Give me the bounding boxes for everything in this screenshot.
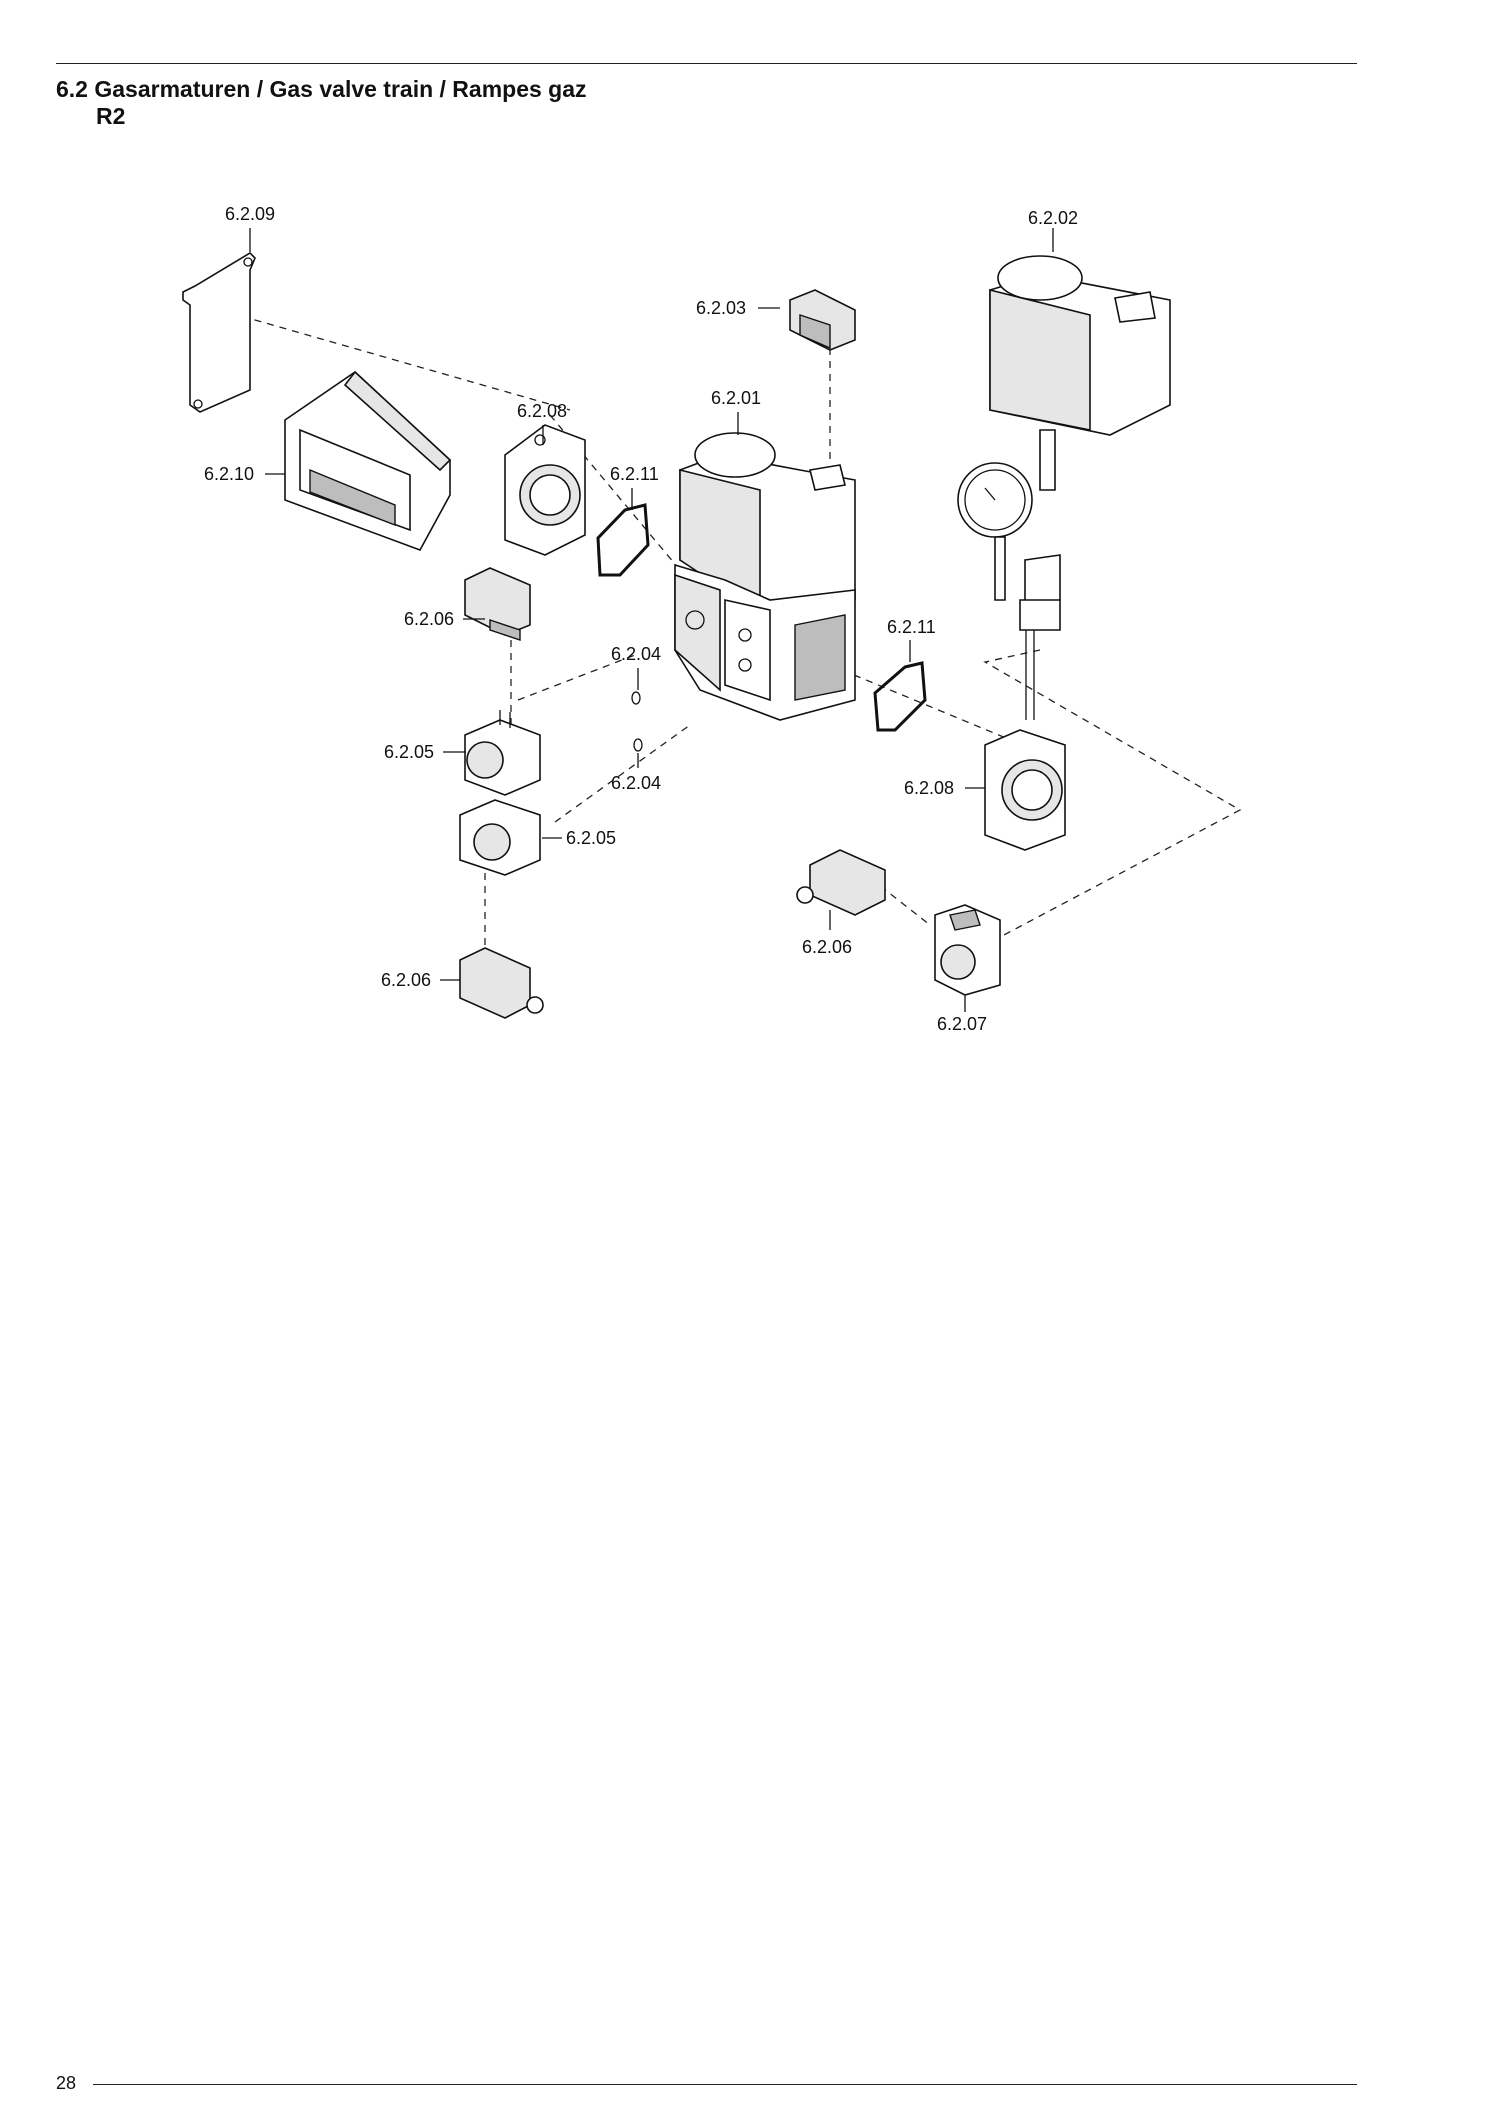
actuator-housing bbox=[989, 255, 1171, 436]
manometer-assembly bbox=[957, 429, 1061, 720]
coil-upper bbox=[464, 710, 541, 796]
callout-6-2-08-lower: 6.2.08 bbox=[904, 778, 954, 798]
coil-lower bbox=[459, 799, 541, 876]
callout-6-2-02: 6.2.02 bbox=[1028, 208, 1078, 228]
callout-6-2-06-bottom: 6.2.06 bbox=[381, 970, 431, 990]
o-rings bbox=[631, 691, 643, 752]
section-subtitle: R2 bbox=[96, 103, 126, 129]
callout-6-2-07: 6.2.07 bbox=[937, 1014, 987, 1034]
cover-housing bbox=[284, 370, 452, 551]
plug-top bbox=[789, 289, 856, 351]
callout-6-2-05-upper: 6.2.05 bbox=[384, 742, 434, 762]
callout-6-2-01: 6.2.01 bbox=[711, 388, 761, 408]
gasket-upper bbox=[596, 503, 650, 577]
callout-6-2-11-lower: 6.2.11 bbox=[887, 617, 936, 637]
callout-6-2-10: 6.2.10 bbox=[204, 464, 254, 484]
valve-body bbox=[934, 904, 1001, 996]
callout-6-2-05-lower: 6.2.05 bbox=[566, 828, 616, 848]
page-number: 28 bbox=[56, 2073, 77, 2093]
callout-6-2-08-upper: 6.2.08 bbox=[517, 401, 567, 421]
section-title: 6.2 Gasarmaturen / Gas valve train / Ram… bbox=[56, 76, 587, 102]
callout-6-2-04-upper: 6.2.04 bbox=[611, 644, 661, 664]
flange-lower bbox=[984, 729, 1066, 851]
leader-lines bbox=[249, 228, 1054, 1012]
callout-6-2-11-upper: 6.2.11 bbox=[610, 464, 659, 484]
main-gas-valve bbox=[674, 432, 856, 721]
callout-6-2-04-lower: 6.2.04 bbox=[611, 773, 661, 793]
bottom-rule bbox=[93, 2084, 1357, 2085]
gasket-lower bbox=[873, 661, 927, 732]
connector-bottom bbox=[459, 947, 544, 1019]
callout-6-2-09: 6.2.09 bbox=[225, 204, 275, 224]
bracket-plate bbox=[182, 251, 256, 413]
page-title: 6.2 Gasarmaturen / Gas valve train / Ram… bbox=[56, 76, 587, 130]
top-rule bbox=[56, 63, 1357, 64]
connector-upper bbox=[464, 567, 531, 641]
callout-6-2-06-mid: 6.2.06 bbox=[802, 937, 852, 957]
callout-6-2-03: 6.2.03 bbox=[696, 298, 746, 318]
flange-upper bbox=[504, 424, 586, 556]
callout-6-2-06-upper: 6.2.06 bbox=[404, 609, 454, 629]
connector-mid bbox=[796, 849, 886, 916]
